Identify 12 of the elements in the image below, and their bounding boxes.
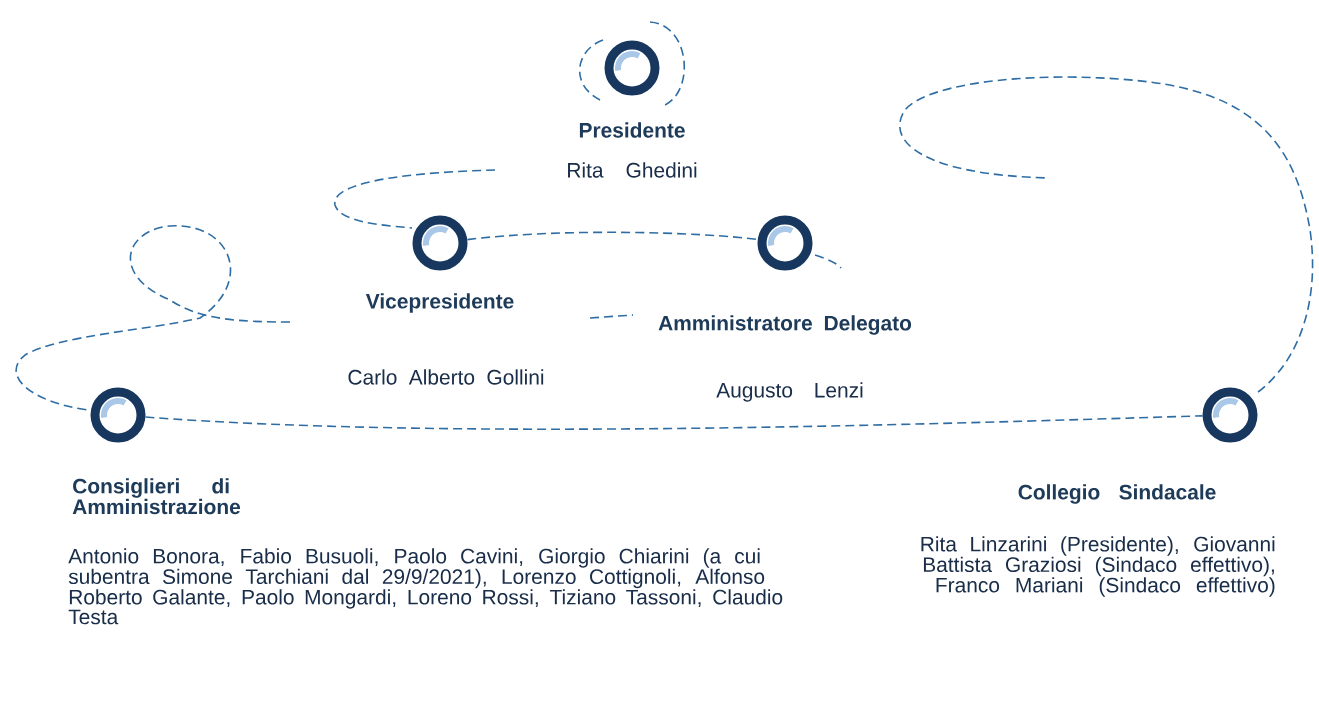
dashed-connector: [144, 415, 1204, 430]
role-heading: Presidente: [579, 122, 685, 138]
dashed-connector: [466, 231, 759, 241]
member-names: Rita Linzarini (Presidente), Giovanni Battista Graziosi (Sindaco effettivo), Franco Mariani (Sindaco effettivo): [921, 536, 1275, 597]
member-names: Rita Ghedini: [568, 162, 697, 178]
member-names: Carlo Alberto Gollini: [348, 369, 544, 385]
role-heading: Vicepresidente: [365, 293, 514, 313]
member-names: Augusto Lenzi: [716, 382, 863, 402]
member-names: Antonio Bonora, Fabio Busuoli, Paolo Cavini, Giorgio Chiarini (a cui subentra Simone Tarchiani dal 29/9/2021), Lorenzo Cottignoli, Alfonso Roberto Galante, Paolo Mongardi, Loreno Rossi, Tiziano Tassoni, Claudio Testa: [68, 548, 783, 625]
role-heading: Amministratore Delegato: [658, 315, 912, 335]
role-heading: Collegio Sindacale: [1018, 484, 1216, 504]
role-heading: Consiglieri di Amministrazione: [72, 478, 241, 515]
